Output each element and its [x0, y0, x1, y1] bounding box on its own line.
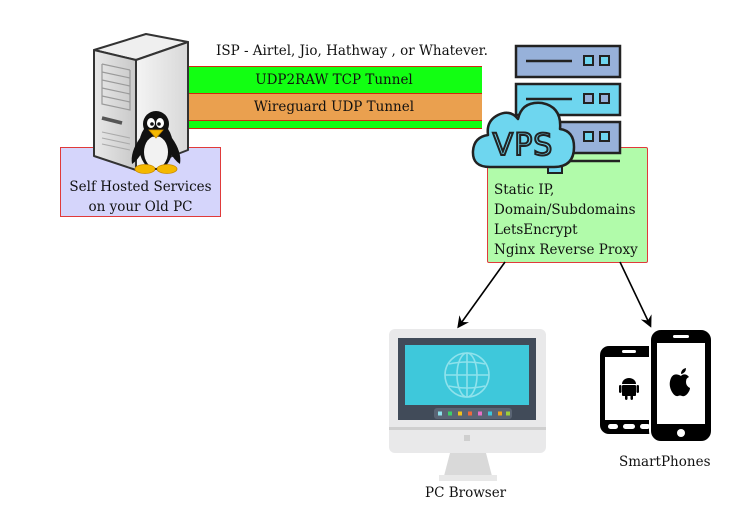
vps-feature-domains: Domain/Subdomains: [494, 202, 636, 218]
apple-logo-icon: [669, 368, 690, 397]
home-server-caption-line-1: Self Hosted Services: [69, 179, 212, 195]
wireguard-tunnel-label: Wireguard UDP Tunnel: [253, 99, 415, 115]
vps-feature-static-ip: Static IP,: [494, 182, 555, 198]
wireguard-tunnel-band: Wireguard UDP Tunnel: [186, 94, 482, 121]
isp-label: ISP - Airtel, Jio, Hathway , or Whatever…: [216, 43, 488, 59]
vps-cloud-icon: VPS: [471, 101, 576, 169]
udp2raw-tunnel-label: UDP2RAW TCP Tunnel: [255, 72, 413, 88]
smartphones-label: SmartPhones: [619, 454, 711, 470]
udp2raw-tunnel-band: UDP2RAW TCP Tunnel: [186, 67, 482, 94]
pc-browser-label: PC Browser: [425, 485, 507, 501]
arrow-to-pc-browser: [457, 261, 506, 329]
android-logo-icon: [619, 378, 639, 400]
vps-feature-letsencrypt: LetsEncrypt: [494, 222, 578, 238]
home-server-caption-line-2: on your Old PC: [88, 199, 193, 215]
vps-feature-nginx: Nginx Reverse Proxy: [494, 242, 638, 258]
tunnel-connection: UDP2RAW TCP Tunnel Wireguard UDP Tunnel: [186, 66, 482, 129]
vps-cloud-label: VPS: [493, 128, 554, 163]
globe-icon: [444, 352, 490, 398]
desktop-monitor-icon: [389, 329, 546, 481]
linux-penguin-icon: [131, 111, 181, 174]
arrow-to-smartphones: [619, 261, 652, 328]
smartphones-icon: [600, 328, 713, 443]
vps-features-box: Static IP, Domain/Subdomains LetsEncrypt…: [487, 147, 648, 263]
